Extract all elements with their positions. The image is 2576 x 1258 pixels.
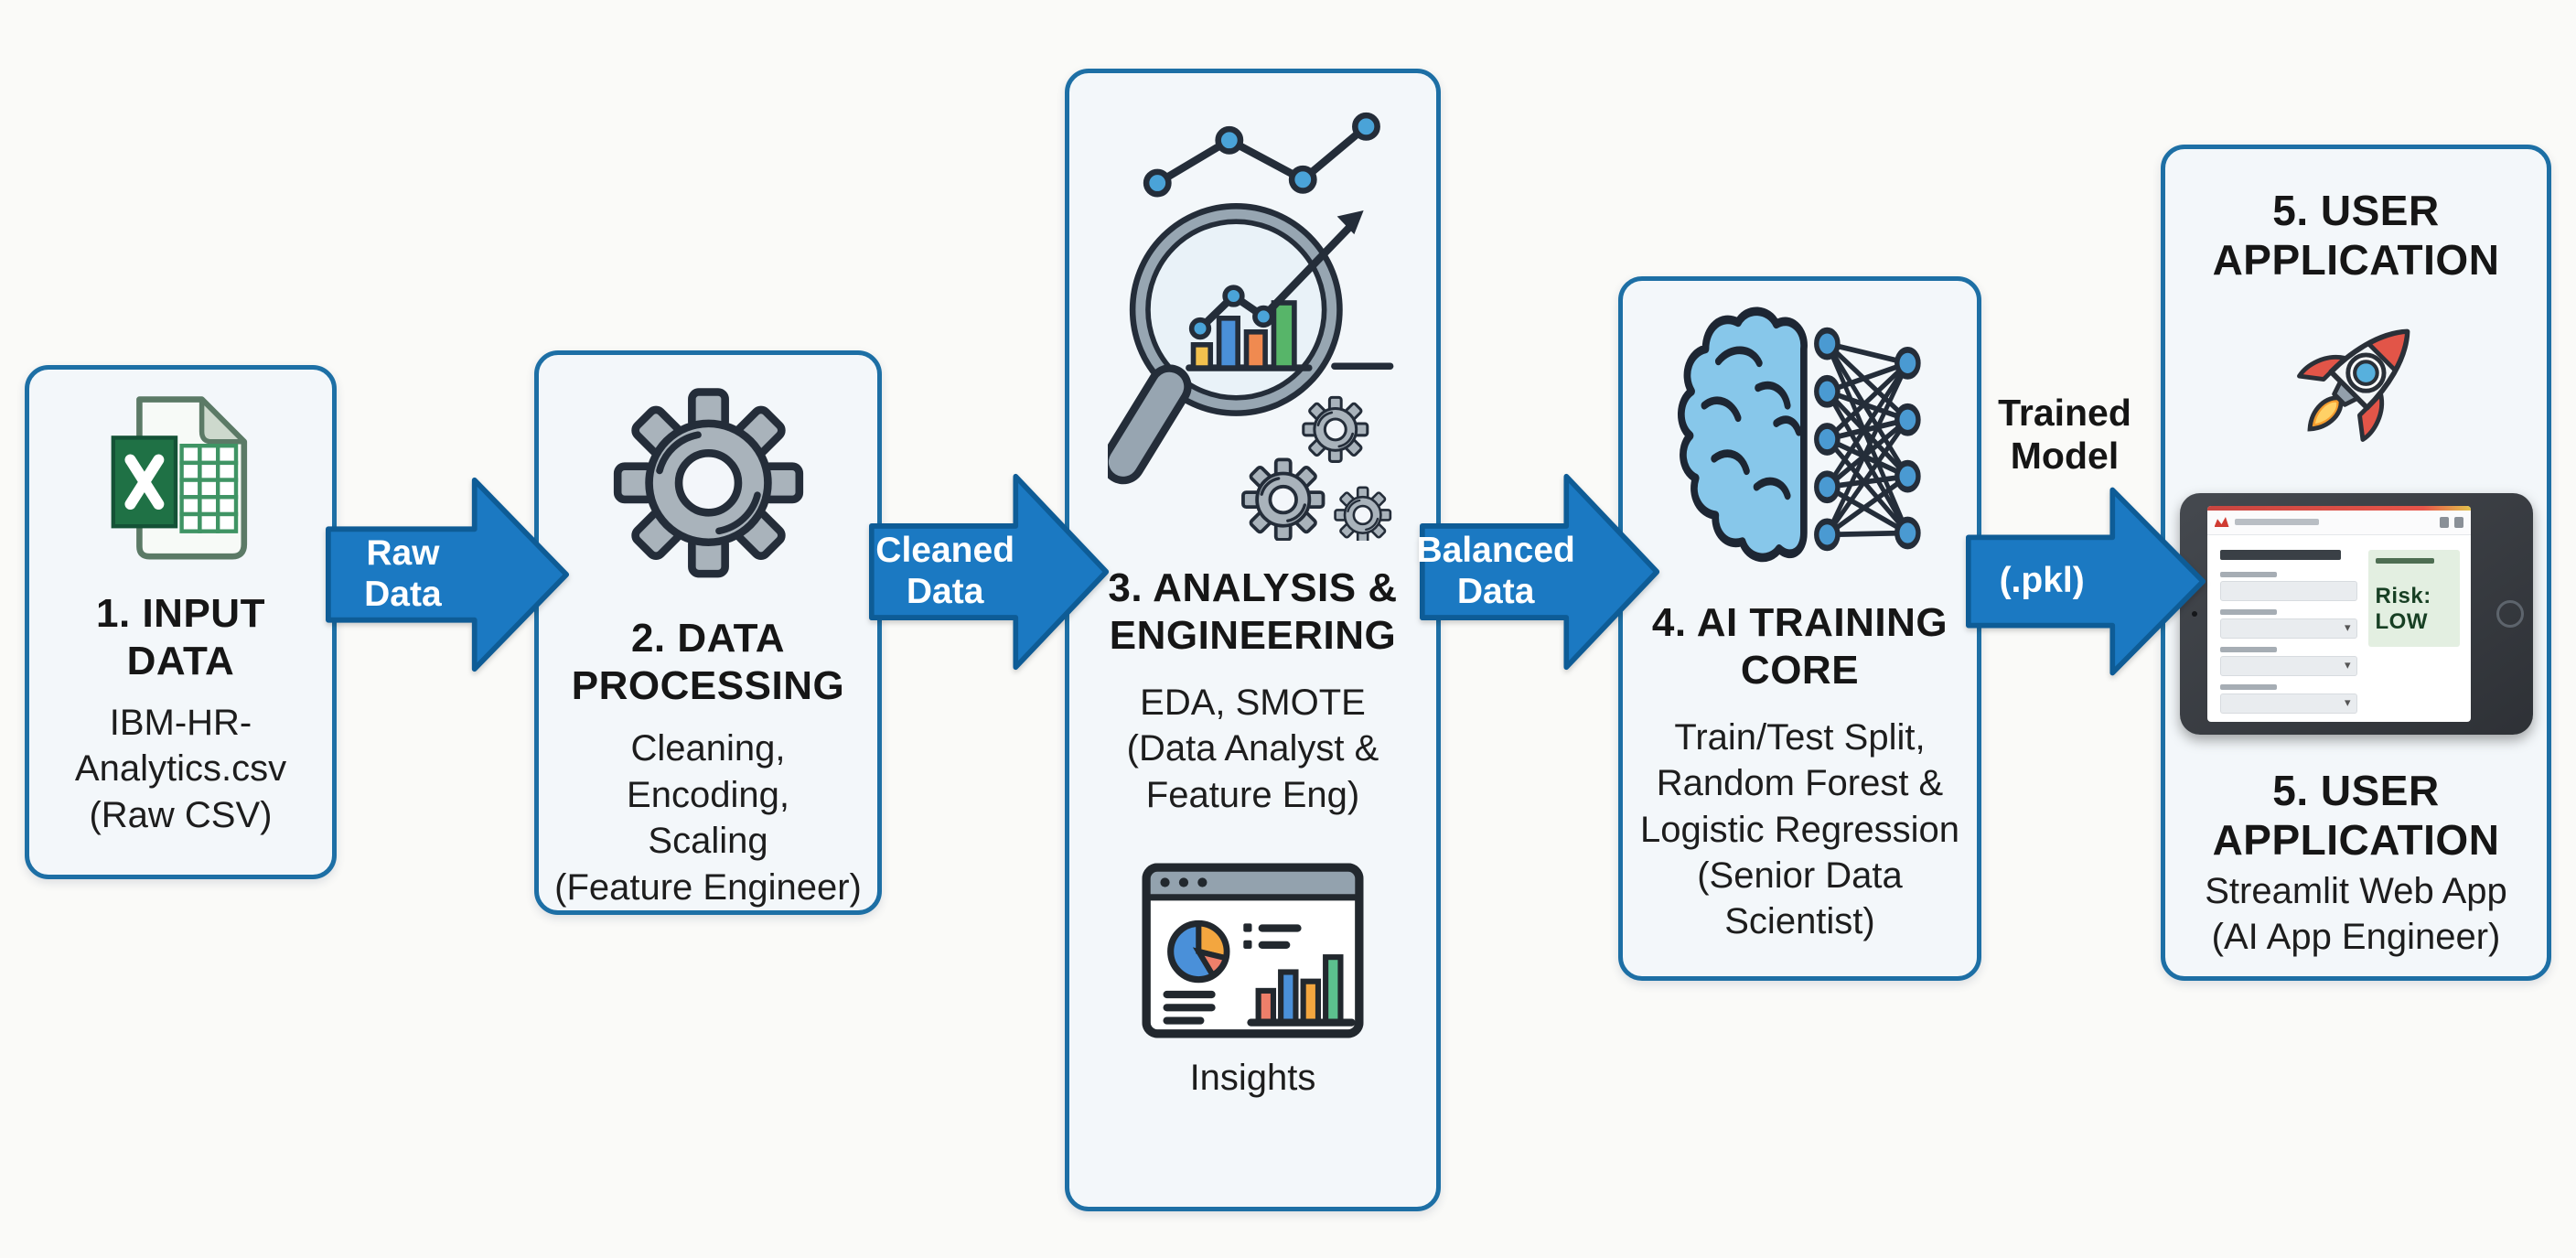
stage-title-ai-training: 4. AI TRAINING CORE <box>1651 600 1948 693</box>
app-menu-icon <box>2439 516 2449 528</box>
stage-box-ai-training-core: 4. AI TRAINING CORE Train/Test Split, Ra… <box>1618 276 1981 981</box>
stage-body-ai-training: Train/Test Split, Random Forest & Logist… <box>1639 716 1960 942</box>
stage-title-data-processing: 2. DATA PROCESSING <box>571 615 845 708</box>
tablet-device: Risk: LOW <box>2179 492 2533 735</box>
streamlit-logo-icon <box>2214 517 2229 528</box>
gear-icon <box>606 382 811 584</box>
flow-arrow-raw-data: Raw Data <box>326 472 571 677</box>
insights-caption: Insights <box>1189 1057 1316 1098</box>
stage-title-input-data: 1. INPUT DATA <box>96 591 265 683</box>
flow-arrow-trained-model: (.pkl) <box>1966 482 2207 681</box>
magnifier-chart-icon <box>1107 112 1393 541</box>
app-title-placeholder <box>2234 519 2319 526</box>
stage-box-data-processing: 2. DATA PROCESSING Cleaning, Encoding, S… <box>534 350 882 915</box>
insights-dashboard-icon <box>1142 863 1364 1038</box>
tablet-home-button <box>2496 599 2524 628</box>
stage-title-user-application-top: 5. USER APPLICATION <box>2212 187 2500 285</box>
arrow-label-pkl: (.pkl) <box>1999 561 2085 601</box>
form-text-input <box>2219 580 2357 601</box>
stage-box-analysis-engineering: 3. ANALYSIS & ENGINEERING EDA, SMOTE (Da… <box>1065 69 1441 1211</box>
form-field-label <box>2219 646 2277 652</box>
risk-result-text: Risk: LOW <box>2375 583 2431 634</box>
stage-box-input-data: 1. INPUT DATA IBM-HR- Analytics.csv (Raw… <box>25 365 337 879</box>
flow-arrow-balanced-data: Balanced Data <box>1416 468 1661 675</box>
stage-body-analysis: EDA, SMOTE (Data Analyst & Feature Eng) <box>1126 682 1379 815</box>
flow-arrow-cleaned-data: Cleaned Data <box>869 468 1111 675</box>
result-label-placeholder <box>2375 557 2434 564</box>
tablet-screen: Risk: LOW <box>2206 505 2471 722</box>
brain-network-icon <box>1677 306 1921 563</box>
form-select-dropdown <box>2219 655 2357 676</box>
excel-file-icon <box>111 396 248 560</box>
stage-body-data-processing: Cleaning, Encoding, Scaling (Feature Eng… <box>554 728 862 908</box>
stage-box-user-application: 5. USER APPLICATION <box>2161 145 2551 981</box>
form-field-label <box>2219 608 2277 615</box>
arrow-label-cleaned-data: Cleaned Data <box>875 531 1015 611</box>
prediction-form <box>2219 549 2357 722</box>
stage-title-user-application-bottom: 5. USER APPLICATION <box>2212 766 2500 864</box>
tablet-camera-dot <box>2191 610 2197 617</box>
app-header-bar <box>2206 510 2471 535</box>
stage-body-input-data: IBM-HR- Analytics.csv (Raw CSV) <box>74 702 287 835</box>
app-top-accent-bar <box>2206 505 2471 511</box>
arrow-label-raw-data: Raw Data <box>364 533 442 614</box>
form-field-label <box>2219 571 2277 577</box>
form-select-dropdown <box>2219 618 2357 639</box>
form-title-placeholder <box>2219 549 2341 560</box>
risk-result-panel: Risk: LOW <box>2367 549 2460 647</box>
app-settings-icon <box>2453 516 2463 528</box>
stage-title-analysis: 3. ANALYSIS & ENGINEERING <box>1108 565 1398 658</box>
arrow-label-balanced-data: Balanced Data <box>1416 531 1575 611</box>
stage-body-user-application: Streamlit Web App (AI App Engineer) <box>2205 871 2507 958</box>
form-select-dropdown <box>2219 693 2357 714</box>
form-field-label <box>2219 683 2277 690</box>
rocket-icon <box>2274 300 2439 469</box>
trained-model-label: Trained Model <box>1998 392 2131 478</box>
